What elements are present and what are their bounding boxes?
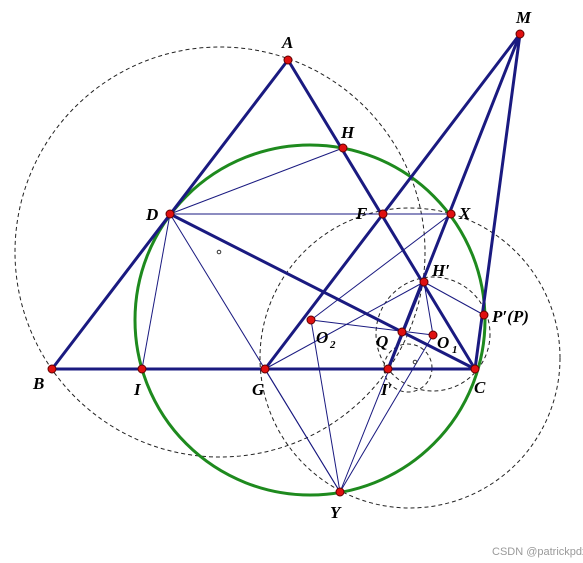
label-q: Q [376, 332, 388, 351]
point-o2 [306, 315, 316, 325]
point-c [470, 364, 480, 374]
point-ip [383, 364, 393, 374]
label-p: P′(P) [491, 307, 529, 326]
line-ip-m [386, 32, 522, 371]
line-g-m [263, 32, 522, 371]
point-q [397, 327, 407, 337]
circumcircle-abc [14, 46, 426, 458]
label-h: H [340, 123, 355, 142]
line-hp-o1 [423, 281, 434, 336]
label-hp: H′ [431, 261, 450, 280]
label-ip: I′ [380, 380, 392, 399]
point-p [479, 310, 489, 320]
line-o2-y [310, 319, 341, 493]
label-b: B [32, 374, 44, 393]
point-f [378, 209, 388, 219]
point-g [260, 364, 270, 374]
label-f: F [355, 204, 368, 223]
circle-o2 [259, 207, 561, 509]
line-o2-o1 [310, 319, 434, 336]
line-d-h [169, 147, 344, 215]
point-x [446, 209, 456, 219]
label-o1: O 1 [437, 333, 458, 356]
line-y-o1 [339, 334, 434, 493]
label-x: X [458, 204, 471, 223]
point-a [283, 55, 293, 65]
label-o1-main: O [437, 333, 449, 352]
line-d-i [141, 213, 171, 370]
point-hp [419, 277, 429, 287]
line-g-hp [264, 281, 425, 370]
point-i [137, 364, 147, 374]
label-c: C [474, 378, 486, 397]
point-h [338, 143, 348, 153]
point-b [47, 364, 57, 374]
label-d: D [145, 205, 158, 224]
label-m: M [515, 8, 532, 27]
label-y: Y [330, 503, 342, 522]
point-d [165, 209, 175, 219]
center-mark-2 [412, 359, 418, 365]
line-o2-x [310, 213, 452, 321]
point-labels: A B C D F X H H′ M P′(P) O 2 O 1 Q I G I… [32, 8, 532, 522]
point-y [335, 487, 345, 497]
label-o2-sub: 2 [329, 339, 336, 351]
label-a: A [281, 33, 293, 52]
center-mark-1 [216, 249, 222, 255]
circle-o1 [375, 276, 491, 392]
points [47, 29, 525, 497]
label-o2: O 2 [316, 328, 336, 351]
point-m [515, 29, 525, 39]
label-g: G [252, 380, 265, 399]
label-o2-main: O [316, 328, 328, 347]
point-o1 [428, 330, 438, 340]
line-g-y [264, 368, 341, 493]
watermark: CSDN @patrickpdx [492, 546, 583, 558]
line-hp-p [423, 281, 485, 316]
thick-lines [50, 32, 522, 371]
label-i: I [133, 380, 142, 399]
label-o1-sub: 1 [452, 344, 458, 356]
nine-point-circle [133, 143, 487, 497]
